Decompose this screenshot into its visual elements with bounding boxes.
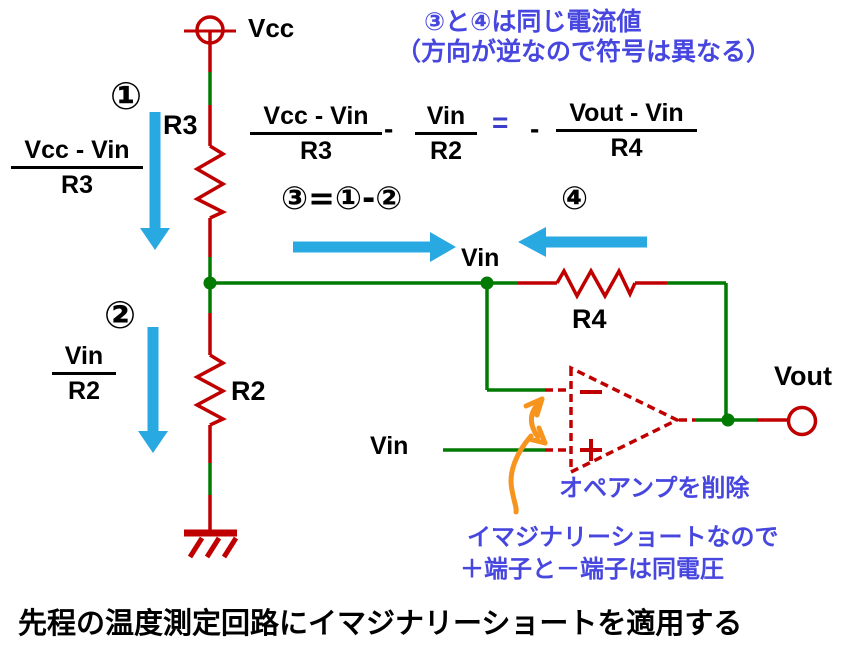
current1-fraction-numerator: Vcc - Vin bbox=[11, 137, 143, 170]
vcc-label: Vcc bbox=[248, 13, 295, 43]
equation-f3-den: R4 bbox=[610, 134, 643, 163]
current-3-equation-badge: ③=①-② bbox=[281, 179, 403, 217]
vout-terminal bbox=[786, 405, 818, 437]
imaginary-short-note-line1: イマジナリーショートなので bbox=[467, 524, 779, 551]
main-horizontal-wire bbox=[210, 281, 728, 420]
imaginary-short-arrow-icon bbox=[508, 396, 548, 515]
caption: 先程の温度測定回路にイマジナリーショートを適用する bbox=[18, 608, 743, 640]
current-arrow-3-right-icon bbox=[293, 232, 456, 262]
r2-resistor bbox=[193, 353, 227, 427]
equation-fraction-1: Vcc - Vin R3 bbox=[250, 103, 382, 165]
junction-node-vin bbox=[480, 276, 494, 290]
junction-node-output bbox=[721, 413, 735, 427]
header-note-line2: （方向が逆なので符号は異なる） bbox=[396, 38, 772, 66]
r3-label: R3 bbox=[163, 110, 198, 140]
current-2-badge: ② bbox=[104, 293, 137, 337]
current2-fraction: Vin R2 bbox=[52, 343, 116, 405]
vin-node-label: Vin bbox=[461, 244, 500, 272]
equation-f1-den: R3 bbox=[300, 137, 332, 166]
equation-f2-den: R2 bbox=[430, 137, 462, 166]
current2-fraction-denominator: R2 bbox=[68, 377, 100, 406]
current2-fraction-numerator: Vin bbox=[52, 343, 116, 376]
current-arrow-2-down-icon bbox=[138, 327, 168, 453]
vout-label: Vout bbox=[774, 361, 832, 391]
current-arrow-4-left-icon bbox=[518, 227, 647, 257]
current-4-badge: ④ bbox=[561, 179, 589, 217]
ground-symbol bbox=[184, 529, 239, 559]
vcc-power-symbol bbox=[184, 15, 236, 72]
r4-resistor bbox=[555, 267, 637, 300]
equation-minus-1: - bbox=[384, 113, 394, 144]
imaginary-short-note-line2: ＋端子と－端子は同電圧 bbox=[460, 556, 724, 583]
equation-equals: = bbox=[492, 107, 509, 138]
r3-resistor bbox=[193, 144, 228, 220]
equation-f3-num: Vout - Vin bbox=[556, 100, 697, 133]
header-note-line1: ③と④は同じ電流値 bbox=[424, 8, 642, 36]
equation-f2-num: Vin bbox=[415, 103, 477, 136]
opamp-input-wires bbox=[443, 283, 545, 452]
equation-fraction-3: Vout - Vin R4 bbox=[556, 100, 697, 162]
current1-fraction-denominator: R3 bbox=[61, 171, 93, 200]
vin-input-label: Vin bbox=[370, 432, 409, 460]
equation-minus-2: - bbox=[530, 113, 540, 144]
opamp-removed-note: オペアンプを削除 bbox=[559, 475, 750, 502]
plus-terminal-icon bbox=[580, 439, 602, 461]
current-1-badge: ① bbox=[110, 74, 143, 118]
r4-label: R4 bbox=[572, 304, 607, 334]
equation-f1-num: Vcc - Vin bbox=[250, 103, 382, 136]
equation-fraction-2: Vin R2 bbox=[415, 103, 477, 165]
r2-label: R2 bbox=[231, 376, 266, 406]
opamp-triangle bbox=[545, 365, 695, 475]
current1-fraction: Vcc - Vin R3 bbox=[11, 137, 143, 199]
junction-node-left bbox=[203, 276, 217, 290]
current-arrow-1-down-icon bbox=[140, 112, 170, 250]
